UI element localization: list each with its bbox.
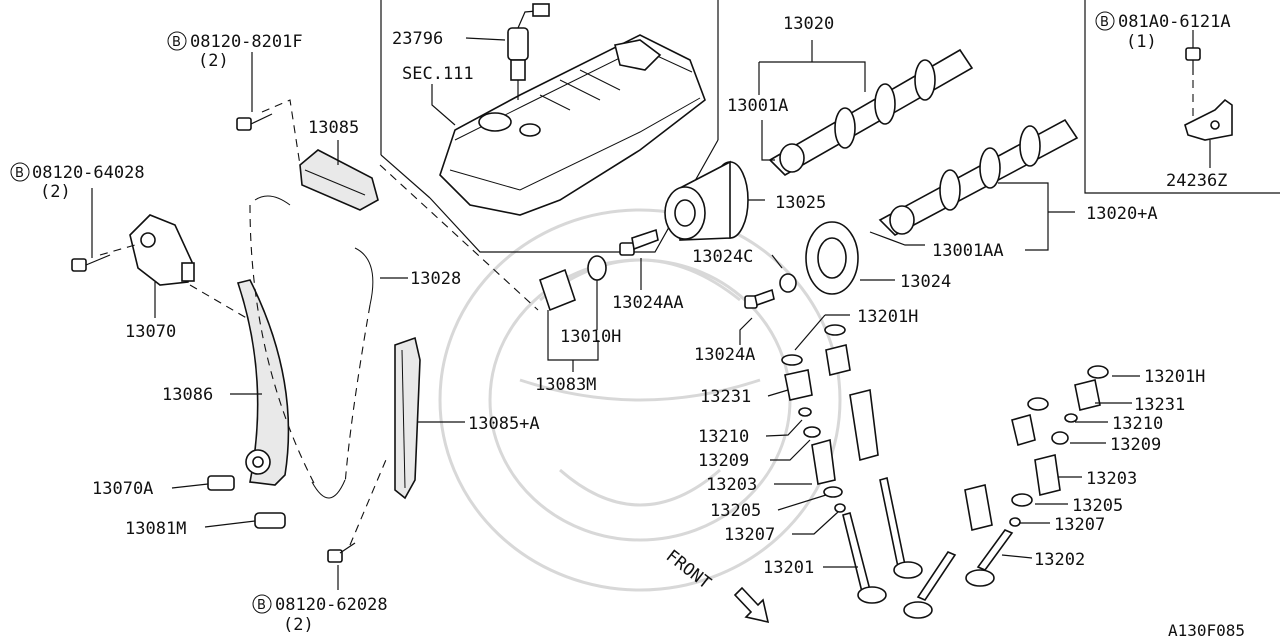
label-bolt-8201f: 08120-8201F [190,32,303,52]
label-13201h-right: 13201H [1144,367,1205,387]
chain-plug [254,512,286,529]
valve-train-right [903,365,1109,619]
label-13025: 13025 [775,193,826,213]
tensioner-plunger [207,475,235,491]
svg-text:B: B [172,35,181,50]
label-13205-right: 13205 [1072,496,1123,516]
cam-sprocket-13024 [779,221,859,295]
label-13207-right: 13207 [1054,515,1105,535]
label-13070: 13070 [125,322,176,342]
label-13081m: 13081M [125,519,186,539]
label-bolt-64028: 08120-64028 [32,163,145,183]
label-13024a: 13024A [694,345,755,365]
label-13231-left: 13231 [700,387,751,407]
label-13020: 13020 [783,14,834,34]
label-13010h: 13010H [560,327,621,347]
bolt-8201f [236,113,273,131]
label-bolt-64028-qty: (2) [40,182,71,202]
label-13086: 13086 [162,385,213,405]
label-13210-left: 13210 [698,427,749,447]
plug-13010h [539,255,607,312]
label-bolt-6121a: 081A0-6121A [1118,12,1231,32]
label-13028: 13028 [410,269,461,289]
timing-chain [249,195,374,499]
b-marker-62028: B [252,594,272,614]
label-bolt-62028: 08120-62028 [275,595,388,615]
label-13209-left: 13209 [698,451,749,471]
label-13201: 13201 [763,558,814,578]
vtc-solenoid [507,3,550,100]
bolt-13024aa [619,228,659,256]
label-13209-right: 13209 [1110,435,1161,455]
svg-text:B: B [1100,15,1109,30]
bracket-24236z [1184,47,1233,141]
cam-sprocket-13025 [664,160,749,241]
label-13070a: 13070A [92,479,153,499]
label-bolt-6121a-qty: (1) [1126,32,1157,52]
figure-code: A130F085 [1168,621,1245,639]
bolt-13024a [744,288,775,309]
label-sec111: SEC.111 [402,64,474,84]
label-bolt-8201f-qty: (2) [198,51,229,71]
b-marker-64028: B [10,162,30,182]
leader-lines [91,30,1211,590]
label-13085: 13085 [308,118,359,138]
label-13024c: 13024C [692,247,753,267]
label-23796: 23796 [392,29,443,49]
upper-chain-guide [299,149,379,211]
rocker-cover [439,34,706,216]
label-24236z: 24236Z [1166,171,1227,191]
svg-text:B: B [15,166,24,181]
b-marker-8201f: B [167,31,187,51]
front-label: FRONT [662,546,715,593]
chain-tensioner [129,214,195,286]
label-13203-right: 13203 [1086,469,1137,489]
valve-train-left [781,324,923,604]
camshaft-exhaust [768,48,974,176]
label-13024: 13024 [900,272,951,292]
label-13207-left: 13207 [724,525,775,545]
label-13205-left: 13205 [710,501,761,521]
b-marker-6121a: B [1095,11,1115,31]
label-bolt-62028-qty: (2) [283,615,314,635]
label-13201h-left: 13201H [857,307,918,327]
label-13203-left: 13203 [706,475,757,495]
watermark-emblem [438,208,842,592]
svg-text:B: B [257,598,266,613]
label-13231-right: 13231 [1134,395,1185,415]
label-13202: 13202 [1034,550,1085,570]
label-13210-right: 13210 [1112,414,1163,434]
label-13024aa: 13024AA [612,293,684,313]
label-13001a: 13001A [727,96,788,116]
label-13085a: 13085+A [468,414,540,434]
label-13020a: 13020+A [1086,204,1158,224]
tension-guide [236,279,290,486]
camshaft-intake [878,118,1079,236]
label-13083m: 13083M [535,375,596,395]
front-arrow [733,586,770,624]
bolt-62028 [327,542,356,563]
slack-guide [394,336,421,500]
label-13001aa: 13001AA [932,241,1004,261]
assembly-dash-lines [99,99,539,546]
bolt-64028 [71,254,111,272]
